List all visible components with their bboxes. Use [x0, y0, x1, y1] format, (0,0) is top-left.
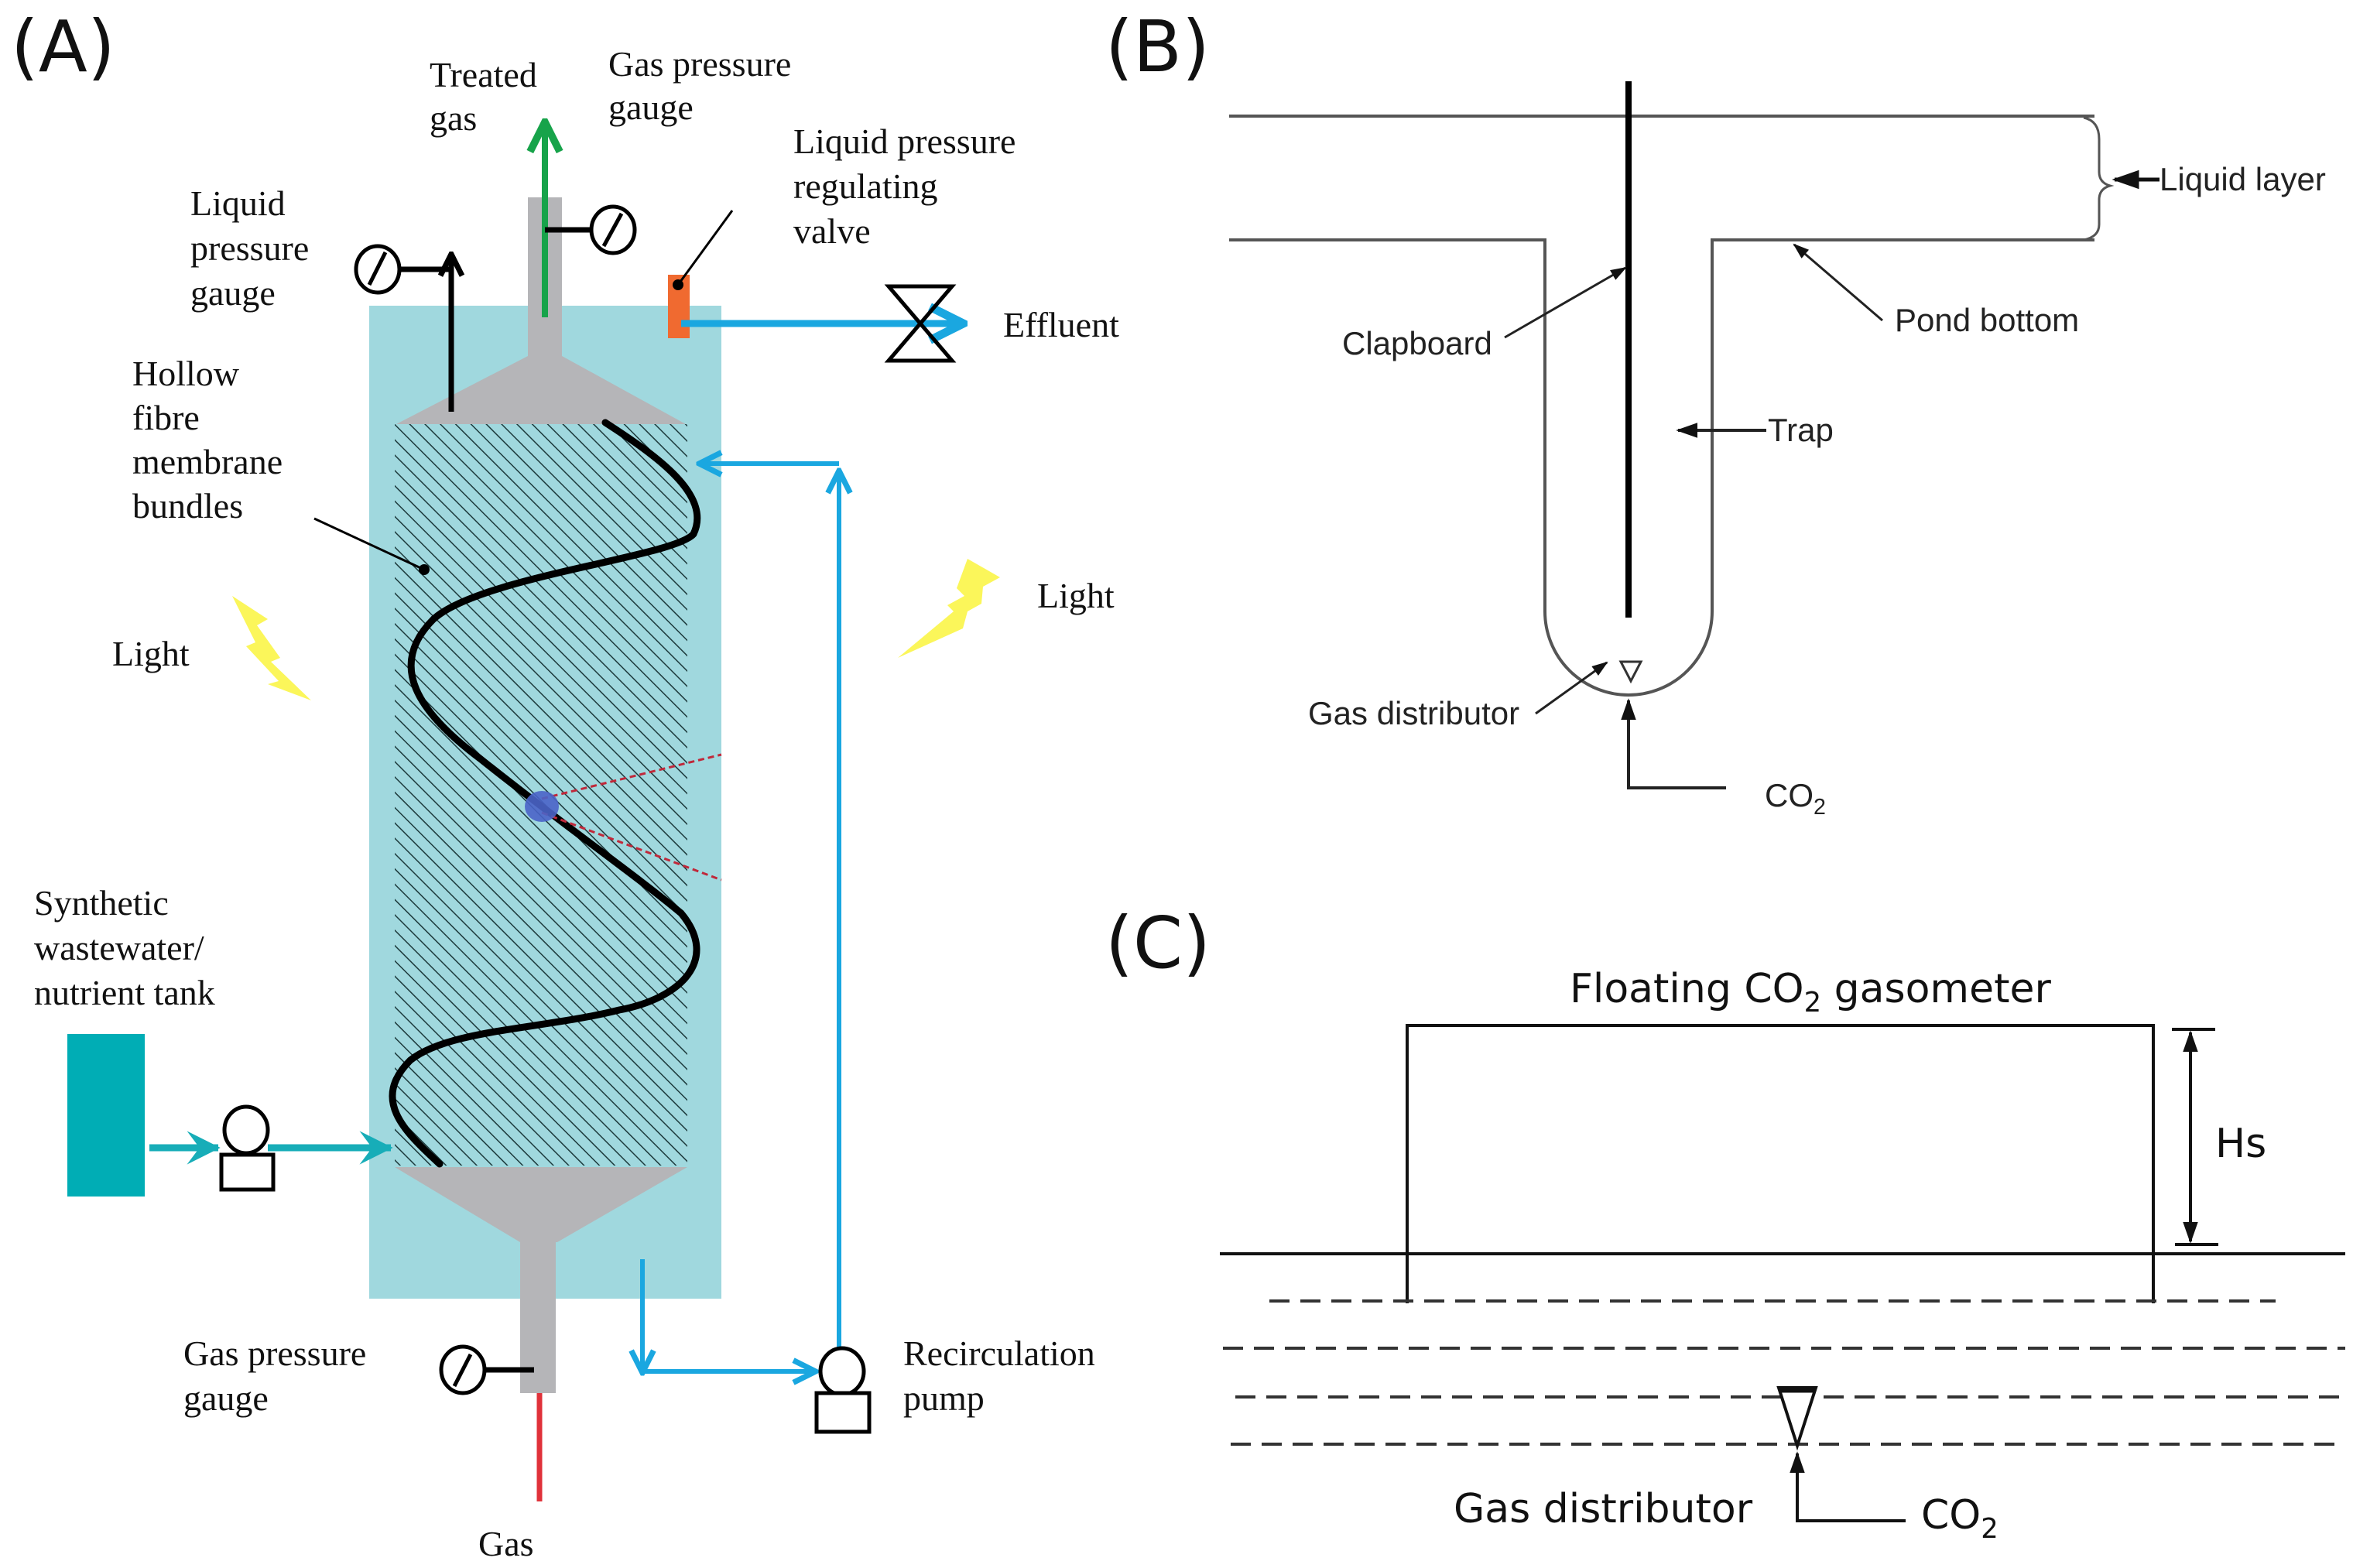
hollow-fibre-pointer-dot [419, 564, 430, 575]
clapboard-arrow [1504, 266, 1627, 339]
label-hollow-fibre-3: membrane [132, 442, 283, 481]
panel-b: (B) Liquid layer Pond bottom Clapboard T… [1105, 5, 2326, 820]
light-bolt-icon [232, 596, 311, 700]
label-liquid-gauge-1: Liquid [190, 183, 286, 223]
label-pond-bottom: Pond bottom [1895, 302, 2079, 338]
label-liquid-layer: Liquid layer [2159, 161, 2326, 197]
label-liquid-gauge-3: gauge [190, 273, 276, 313]
label-recirc-pump-2: pump [903, 1378, 985, 1418]
pressure-gauge-icon [354, 244, 451, 412]
label-hs: Hs [2215, 1121, 2266, 1167]
panel-label-a: (A) [11, 5, 115, 88]
label-valve-2: regulating [793, 166, 938, 206]
label-effluent: Effluent [1003, 305, 1119, 344]
light-path-upper [541, 753, 722, 800]
label-gas-gauge-top-1: Gas pressure [608, 44, 791, 84]
light-path-lower [541, 811, 722, 882]
label-gas-distributor-b: Gas distributor [1308, 695, 1519, 731]
gas-distributor-icon [1618, 660, 1643, 684]
pressure-gauge-icon [545, 204, 637, 255]
label-gasometer: Floating CO2 gasometer [1570, 966, 2051, 1019]
panel-c: (C) Floating CO2 gasometer Hs Gas distri… [1105, 902, 2345, 1545]
label-light-right: Light [1037, 576, 1115, 615]
pressure-gauge-icon [439, 1344, 534, 1395]
label-light-left: Light [112, 634, 190, 673]
label-hollow-fibre-4: bundles [132, 486, 243, 526]
light-bolt-icon [898, 559, 1000, 658]
valve-pointer [676, 210, 734, 286]
label-hollow-fibre-1: Hollow [132, 354, 240, 393]
panel-label-c: (C) [1105, 902, 1211, 984]
label-valve-1: Liquid pressure [793, 122, 1016, 161]
co2-feed-line-b [1621, 698, 1726, 789]
pond-bottom-arrow [1793, 243, 1883, 322]
liquid-layer-brace [2083, 116, 2115, 241]
label-recirc-pump-1: Recirculation [903, 1333, 1095, 1373]
label-gas: Gas [478, 1524, 534, 1563]
label-liquid-gauge-2: pressure [190, 228, 309, 268]
top-manifold [396, 356, 686, 424]
co2-feed-line-c [1790, 1451, 1906, 1522]
pump-icon [814, 1346, 872, 1434]
gas-distributor-arrow [1535, 661, 1608, 715]
label-valve-3: valve [793, 211, 871, 251]
gasometer [1406, 1024, 2155, 1303]
label-co2-c: CO2 [1921, 1492, 1999, 1545]
label-tank-2: wastewater/ [34, 928, 204, 967]
label-hollow-fibre-2: fibre [132, 398, 200, 437]
label-tank-3: nutrient tank [34, 973, 215, 1012]
fibre-cross-section-dot [525, 791, 559, 822]
label-gas-gauge-top-2: gauge [608, 87, 694, 127]
panel-a: (A) [11, 5, 1119, 1563]
label-gas-gauge-bottom-1: Gas pressure [183, 1333, 366, 1373]
label-treated-gas-1: Treated [430, 55, 537, 94]
valve-icon [884, 284, 957, 363]
bottom-manifold [395, 1167, 687, 1242]
label-tank-1: Synthetic [34, 883, 169, 923]
label-trap: Trap [1768, 412, 1834, 448]
label-gas-distributor-c: Gas distributor [1454, 1486, 1753, 1532]
pond-bottom-with-trap [1229, 238, 2094, 697]
label-co2-b: CO2 [1765, 777, 1826, 820]
label-clapboard: Clapboard [1342, 325, 1492, 361]
gas-distributor-icon [1776, 1386, 1818, 1451]
valve-pointer-dot [673, 279, 683, 290]
hollow-fibre-pointer [313, 517, 425, 571]
hollow-fibre [389, 419, 701, 1168]
label-gas-gauge-bottom-2: gauge [183, 1378, 269, 1418]
panel-label-b: (B) [1105, 5, 1210, 88]
label-treated-gas-2: gas [430, 98, 477, 138]
pump-icon [219, 1104, 276, 1192]
nutrient-tank [67, 1034, 145, 1197]
